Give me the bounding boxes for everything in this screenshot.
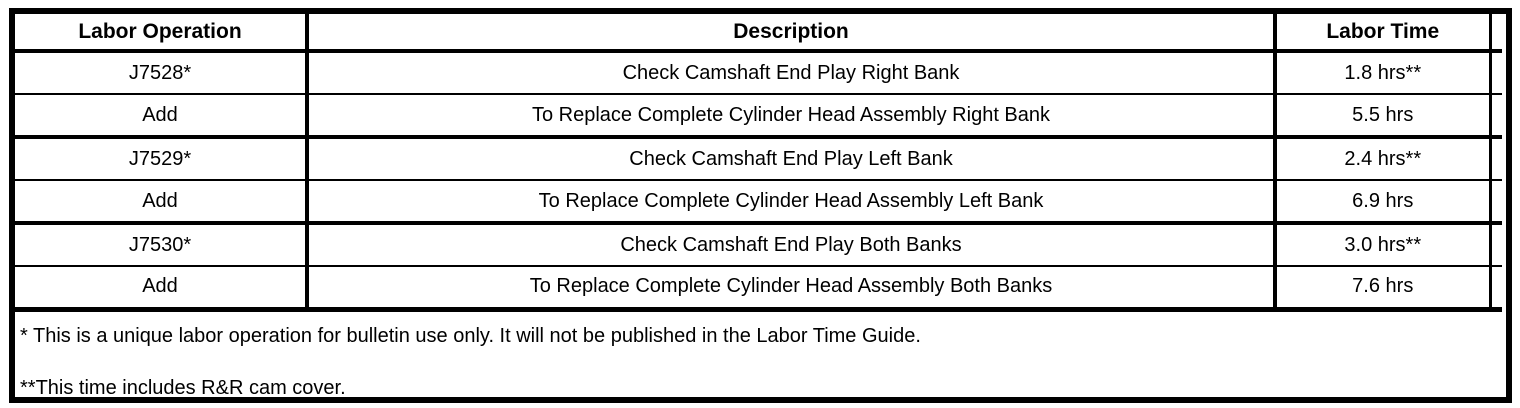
time-cell: 7.6 hrs <box>1273 266 1490 312</box>
description-cell: To Replace Complete Cylinder Head Assemb… <box>305 180 1275 225</box>
table-row: J7529* Check Camshaft End Play Left Bank… <box>15 137 1502 181</box>
operation-cell: Add <box>15 180 307 225</box>
description-cell: To Replace Complete Cylinder Head Assemb… <box>305 266 1275 312</box>
labor-operation-header: Labor Operation <box>15 14 307 53</box>
labor-time-table: Labor Operation Description Labor Time J… <box>15 14 1502 312</box>
footnotes: * This is a unique labor operation for b… <box>15 312 1506 399</box>
spacer-cell <box>1488 137 1502 181</box>
operation-cell: Add <box>15 266 307 312</box>
footnote-rr-cam-cover: **This time includes R&R cam cover. <box>20 376 346 399</box>
spacer-cell <box>1488 94 1502 139</box>
operation-cell: J7530* <box>15 223 307 267</box>
bulletin-frame: Labor Operation Description Labor Time J… <box>9 8 1512 403</box>
spacer-header-cell <box>1488 14 1502 53</box>
description-cell: Check Camshaft End Play Both Banks <box>305 223 1275 267</box>
description-header: Description <box>305 14 1275 53</box>
time-cell: 6.9 hrs <box>1273 180 1490 225</box>
spacer-cell <box>1488 266 1502 312</box>
spacer-cell <box>1488 180 1502 225</box>
time-cell: 2.4 hrs** <box>1273 137 1490 181</box>
labor-time-header: Labor Time <box>1273 14 1490 53</box>
table-row: J7528* Check Camshaft End Play Right Ban… <box>15 51 1502 95</box>
time-cell: 1.8 hrs** <box>1273 51 1490 95</box>
description-cell: To Replace Complete Cylinder Head Assemb… <box>305 94 1275 139</box>
spacer-cell <box>1488 51 1502 95</box>
time-cell: 5.5 hrs <box>1273 94 1490 139</box>
operation-cell: Add <box>15 94 307 139</box>
table-row: Add To Replace Complete Cylinder Head As… <box>15 94 1502 139</box>
operation-cell: J7529* <box>15 137 307 181</box>
spacer-cell <box>1488 223 1502 267</box>
table-row: J7530* Check Camshaft End Play Both Bank… <box>15 223 1502 267</box>
operation-cell: J7528* <box>15 51 307 95</box>
time-cell: 3.0 hrs** <box>1273 223 1490 267</box>
table-row: Add To Replace Complete Cylinder Head As… <box>15 180 1502 225</box>
description-cell: Check Camshaft End Play Left Bank <box>305 137 1275 181</box>
table-header-row: Labor Operation Description Labor Time <box>15 14 1502 53</box>
footnote-unique-operation: * This is a unique labor operation for b… <box>20 324 921 347</box>
table-row: Add To Replace Complete Cylinder Head As… <box>15 266 1502 312</box>
description-cell: Check Camshaft End Play Right Bank <box>305 51 1275 95</box>
